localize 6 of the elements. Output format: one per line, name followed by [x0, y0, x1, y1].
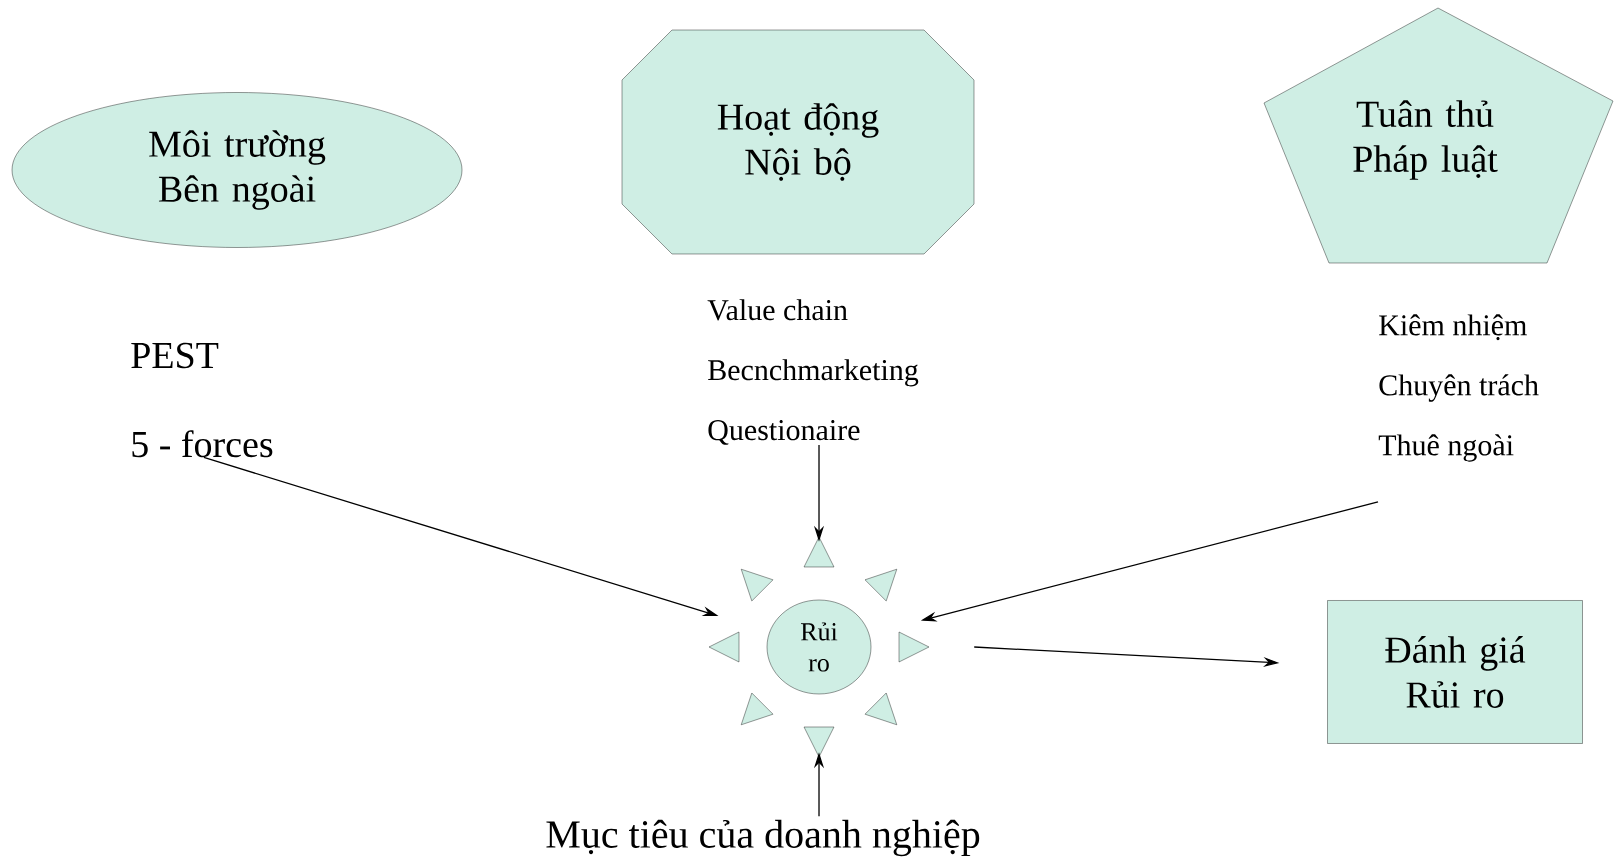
process-box: Đánh giá Rủi ro: [1327, 600, 1583, 744]
risk-sun-drawing: Rủi ro: [708, 536, 930, 758]
text-list: Value chain Becnchmarketing Questionaire: [707, 299, 919, 445]
caption-text: Mục tiêu của doanh nghiệp: [546, 819, 980, 857]
text-list: PEST 5 - forces: [131, 342, 273, 458]
text-list: Kiêm nhiệm Chuyên trách Thuê ngoài: [1378, 314, 1539, 462]
